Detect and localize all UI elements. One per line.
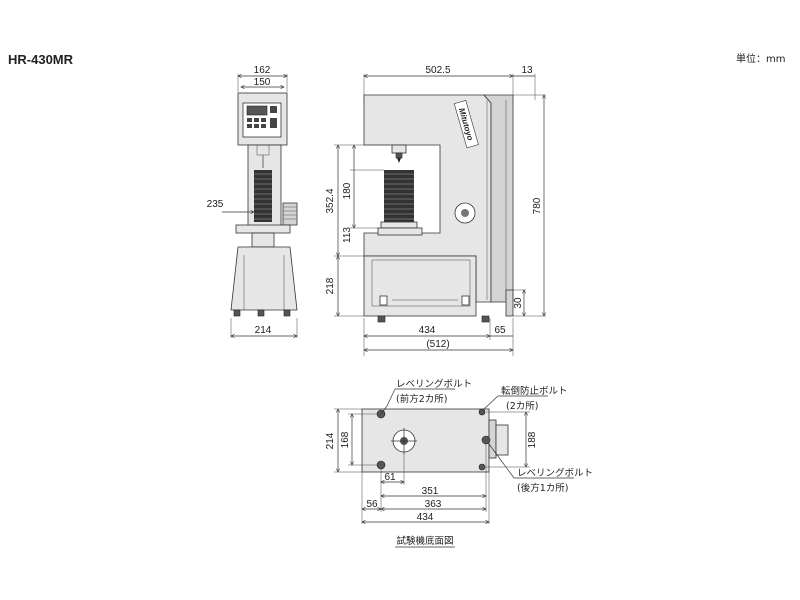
model-title: HR-430MR: [8, 52, 74, 67]
side-base: [363, 255, 477, 317]
side-top-right: 13: [521, 65, 533, 76]
front-base-width: 214: [255, 325, 272, 336]
plan-height-214: 214: [325, 432, 336, 449]
handwheel: [282, 202, 298, 226]
label-leveling-front: レベリングボルト: [396, 378, 472, 390]
side-total-height: 780: [532, 197, 543, 214]
front-width-inner: 150: [254, 77, 271, 88]
plan-view: レベリングボルト (前方2カ所) 転倒防止ボルト (2カ所) レベリングボルト …: [325, 378, 593, 548]
unit-label: 単位：mm: [736, 54, 786, 65]
plan-depth-351: 351: [422, 486, 439, 497]
display-screen: [246, 105, 268, 116]
side-height-180: 180: [342, 182, 353, 199]
plan-depth-434: 434: [417, 512, 434, 523]
plan-caption: 試験機底面図: [396, 535, 453, 547]
plan-height-168: 168: [340, 431, 351, 448]
side-height-352: 352.4: [325, 188, 336, 213]
front-base: [230, 246, 298, 311]
label-leveling-rear: レベリングボルト: [517, 467, 593, 479]
label-anti-tip-sub: (2カ所): [506, 401, 538, 412]
label-leveling-front-sub: (前方2カ所): [396, 393, 447, 405]
plan-depth-61: 61: [384, 472, 396, 483]
side-top-width: 502.5: [425, 65, 450, 76]
side-height-218: 218: [325, 277, 336, 294]
side-elevating-screw: [384, 170, 414, 222]
leveling-bolt-rear: [481, 435, 491, 445]
side-depth-434: 434: [419, 325, 436, 336]
leveling-bolt-front-2: [376, 460, 386, 470]
plan-height-188: 188: [527, 431, 538, 448]
side-height-30: 30: [513, 297, 524, 309]
side-view: 502.5 13 Mitutoyo: [325, 65, 546, 356]
label-leveling-rear-sub: (後方1カ所): [517, 482, 568, 494]
front-offset: 235: [207, 199, 224, 210]
label-anti-tip: 転倒防止ボルト: [501, 385, 568, 397]
plan-depth-363: 363: [425, 499, 442, 510]
elevating-screw: [254, 170, 272, 222]
side-depth-512: (512): [426, 339, 449, 350]
side-height-113: 113: [342, 227, 353, 243]
anti-tip-bolt-1: [478, 408, 486, 416]
front-width-outer: 162: [254, 65, 271, 76]
anti-tip-bolt-2: [478, 463, 486, 471]
plan-depth-56: 56: [366, 499, 378, 510]
front-view: 162 150: [207, 65, 297, 338]
side-depth-65: 65: [494, 325, 506, 336]
